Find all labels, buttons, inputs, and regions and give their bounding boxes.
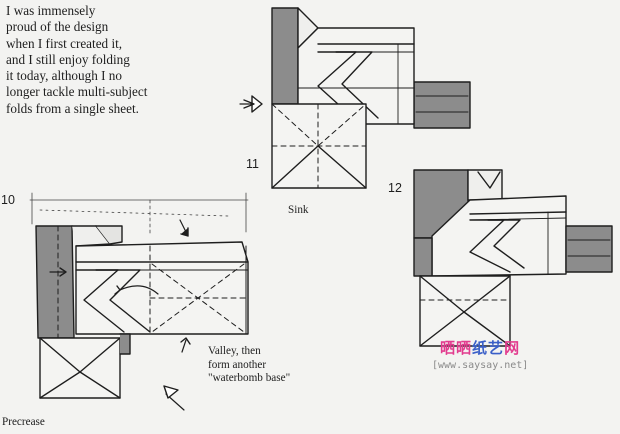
step10-left-flap — [35, 225, 75, 339]
intro-line: longer tackle multi-subject — [6, 84, 148, 100]
intro-line: it today, although I no — [6, 68, 122, 84]
step10-arrows — [49, 219, 191, 411]
step11-caption: Sink — [288, 204, 309, 216]
step10-precrease-label: Precrease — [2, 416, 45, 428]
step11-diagram — [239, 7, 471, 189]
step11-right-tab — [413, 81, 471, 129]
step10-guide-lines — [29, 192, 249, 237]
step10-caption-line: "waterbomb base" — [208, 372, 291, 384]
watermark-chinese: 晒晒纸艺网 — [440, 337, 520, 358]
step10-caption-line: Valley, then — [208, 345, 261, 357]
step10-number: 10 — [1, 193, 15, 207]
intro-line: I was immensely — [6, 3, 96, 18]
intro-line: when I first created it, — [6, 35, 123, 51]
step12-diagram — [413, 169, 613, 347]
intro-text: I was immensely proud of the design when… — [6, 3, 221, 117]
intro-line: and I still enjoy folding — [6, 51, 130, 67]
step10-caption: Valley, then form another "waterbomb bas… — [208, 345, 290, 386]
intro-line: folds from a single sheet. — [6, 100, 139, 116]
step10-main-body — [75, 241, 249, 335]
intro-line: proud of the design — [6, 19, 109, 35]
step10-diagram — [29, 192, 249, 411]
watermark-url: [www.saysay.net] — [432, 360, 529, 371]
watermark-chinese-text: 晒晒纸艺网 — [440, 339, 521, 357]
step11-number: 11 — [246, 157, 259, 171]
step12-number: 12 — [388, 181, 402, 195]
step10-caption-line: form another — [208, 358, 267, 371]
